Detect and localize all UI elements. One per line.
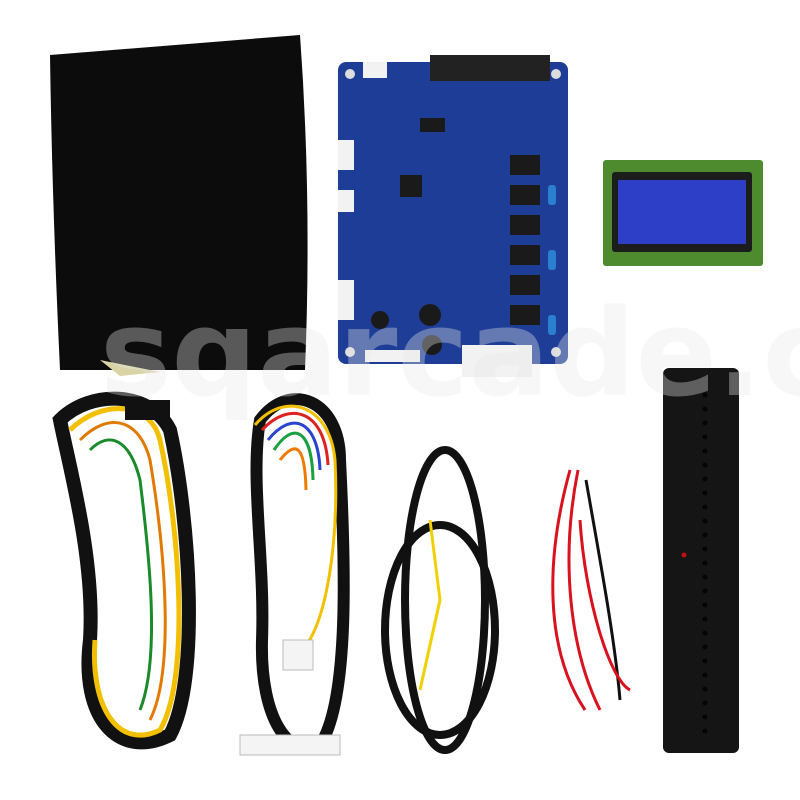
vent-hole	[702, 686, 708, 692]
vent-hole	[702, 714, 708, 720]
vent-hole	[702, 700, 708, 706]
vent-hole	[702, 476, 708, 482]
wire-harness-large	[52, 391, 196, 750]
vent-hole	[702, 490, 708, 496]
vent-hole	[702, 532, 708, 538]
vent-hole	[702, 518, 708, 524]
foam-pad	[50, 35, 308, 376]
vent-hole	[702, 574, 708, 580]
vent-hole	[702, 644, 708, 650]
wire-harness-multicolor	[239, 393, 350, 756]
vent-hole	[702, 728, 708, 734]
vent-hole	[702, 616, 708, 622]
vent-hole	[702, 630, 708, 636]
vent-hole	[702, 406, 708, 412]
vent-hole	[702, 602, 708, 608]
control-board	[338, 55, 568, 377]
vent-hole	[702, 546, 708, 552]
power-cable	[381, 446, 499, 754]
vent-hole	[702, 420, 708, 426]
vent-hole	[702, 448, 708, 454]
red-wire-harness	[551, 469, 631, 711]
vent-hole	[702, 434, 708, 440]
vent-hole	[702, 392, 708, 398]
vent-hole	[702, 672, 708, 678]
watermark: sqarcade.com	[100, 285, 800, 424]
vent-hole	[702, 462, 708, 468]
vent-hole	[702, 588, 708, 594]
vent-hole	[702, 504, 708, 510]
lcd-display	[603, 160, 763, 266]
black-enclosure	[663, 368, 739, 753]
vent-hole	[702, 560, 708, 566]
vent-hole	[702, 658, 708, 664]
